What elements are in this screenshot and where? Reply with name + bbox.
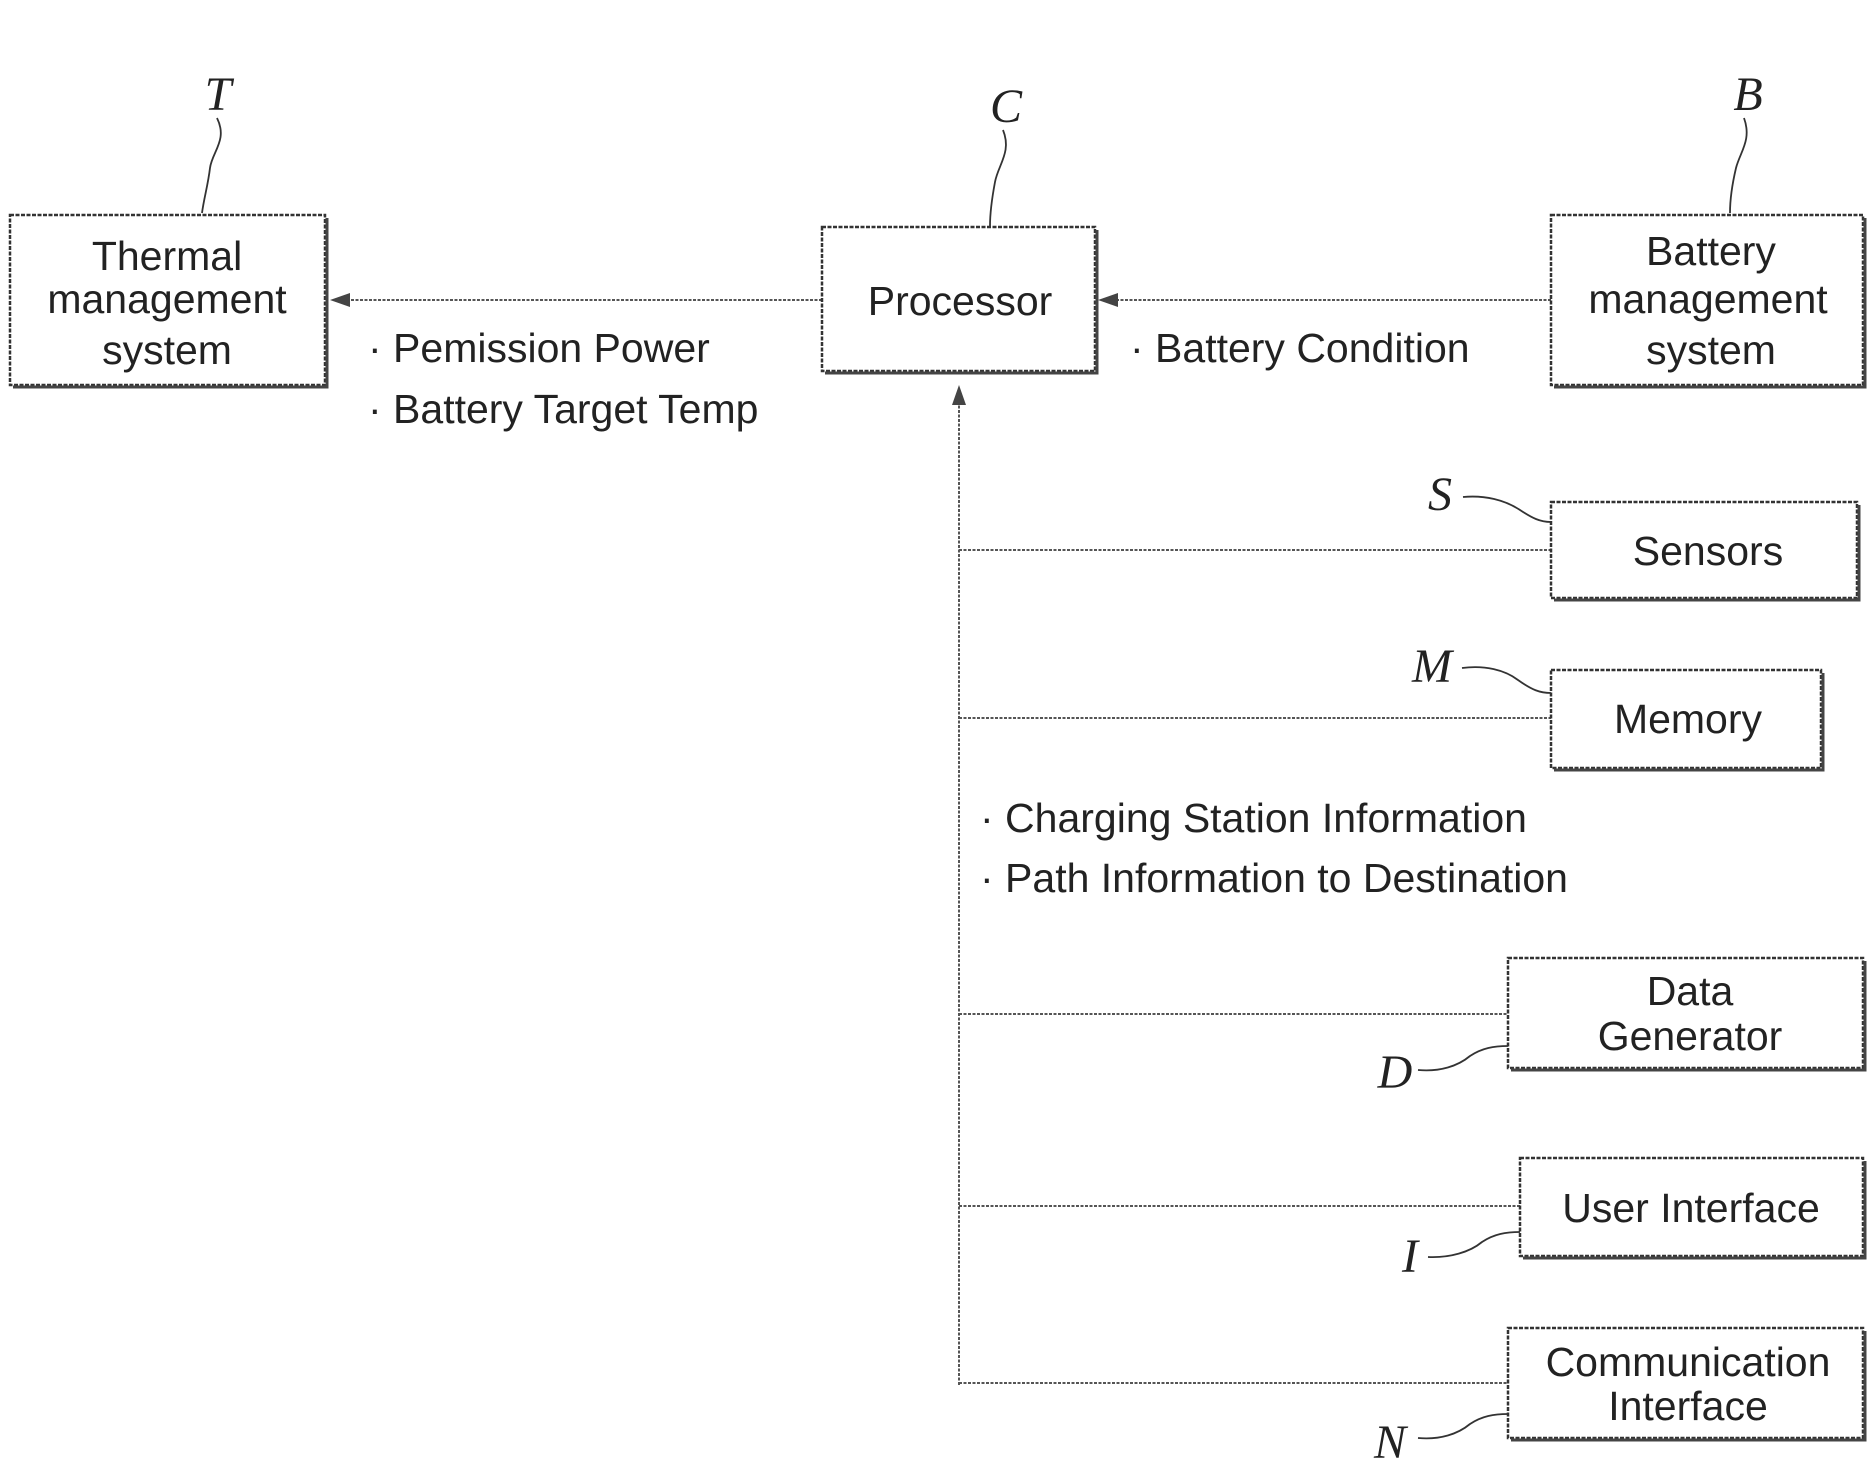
user-interface-block: User Interface [1520,1158,1865,1258]
sensors-label: Sensors [1633,528,1783,574]
bus-annotation-2: · Path Information to Destination [980,855,1568,901]
thermal-label-line-3: system [102,327,232,373]
to-thermal-annotation-2: · Battery Target Temp [368,386,758,432]
user-interface-ref-leader [1428,1232,1520,1257]
data-generator-ref-letter: D [1377,1046,1413,1099]
processor-label: Processor [868,278,1053,324]
communication-label-line-2: Interface [1608,1383,1768,1429]
thermal-ref-leader [202,118,221,213]
from-battery-annotation: · Battery Condition [1130,325,1470,371]
data-generator-ref-leader [1418,1046,1508,1070]
processor-ref-leader [990,130,1006,226]
to-thermal-annotation-1: · Pemission Power [368,325,710,371]
processor-block: Processor [822,227,1097,373]
sensors-ref-letter: S [1428,468,1452,521]
user-interface-ref-letter: I [1401,1230,1420,1283]
processor-bottom-arrowhead [952,385,966,405]
memory-block: Memory [1551,670,1823,770]
data-generator-label-line-2: Generator [1598,1013,1783,1059]
sensors-block: Sensors [1551,502,1859,600]
memory-ref-leader [1462,667,1551,693]
battery-management-block: Battery management system [1551,215,1865,387]
battery-label-line-3: system [1646,327,1776,373]
annotations: · Pemission Power · Battery Target Temp … [368,325,1568,901]
battery-ref-letter: B [1733,68,1762,121]
memory-ref-letter: M [1411,640,1455,693]
communication-interface-block: Communication Interface [1508,1328,1865,1440]
thermal-management-block: Thermal management system [10,215,327,387]
processor-ref-letter: C [990,80,1023,133]
thermal-label-line-1: Thermal [92,233,242,279]
thermal-arrowhead [330,293,350,307]
communication-ref-letter: N [1373,1416,1409,1464]
user-interface-label: User Interface [1562,1185,1820,1231]
battery-label-line-2: management [1588,276,1828,322]
sensors-ref-leader [1463,497,1551,522]
battery-ref-leader [1730,118,1747,213]
data-generator-label-line-1: Data [1647,968,1734,1014]
communication-label-line-1: Communication [1546,1339,1831,1385]
processor-right-arrowhead [1098,293,1118,307]
data-generator-block: Data Generator [1508,958,1865,1070]
communication-ref-leader [1418,1414,1508,1438]
thermal-ref-letter: T [205,68,235,121]
thermal-label-line-2: management [47,276,287,322]
battery-label-line-1: Battery [1646,228,1776,274]
bus-annotation-1: · Charging Station Information [980,795,1527,841]
memory-label: Memory [1614,696,1763,742]
